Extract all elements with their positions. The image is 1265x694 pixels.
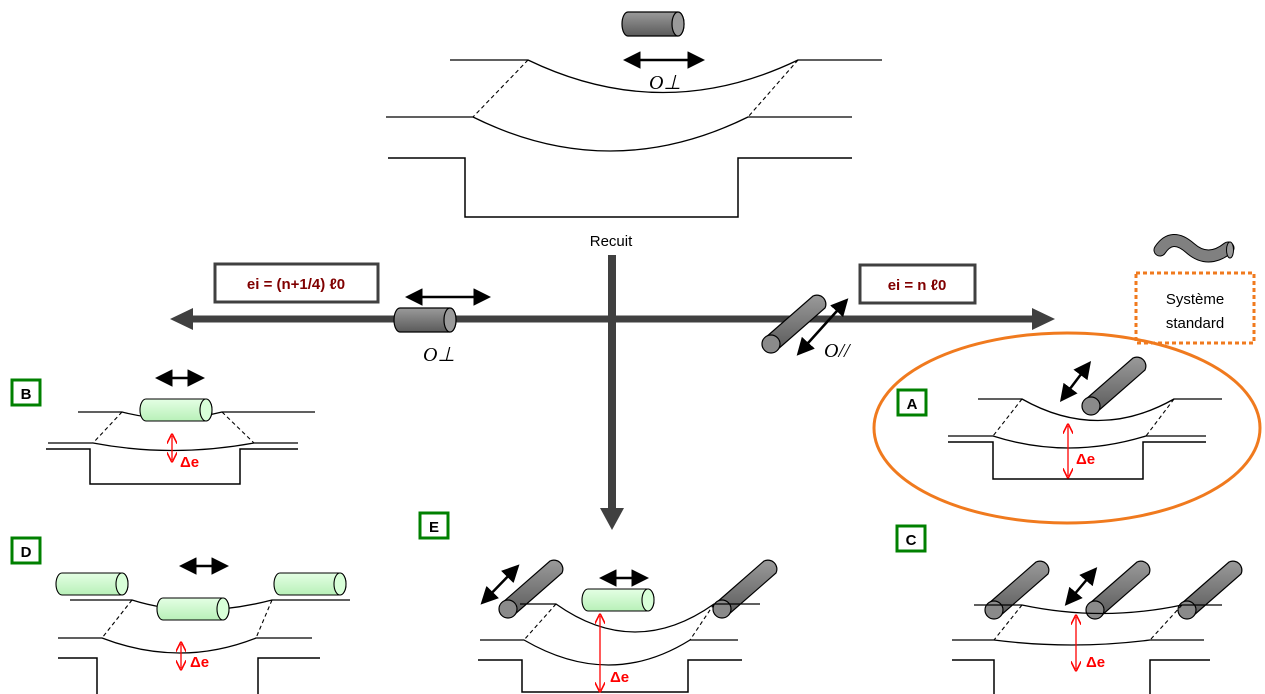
orientation-par-label: O// <box>824 340 852 362</box>
panel-d: D Δe <box>10 536 350 694</box>
delta-e-d: Δe <box>190 654 209 671</box>
initial-structure: O⊥ <box>386 11 882 218</box>
panel-a: A Δe <box>872 331 1262 525</box>
rod-parallel-a <box>1081 356 1147 416</box>
panel-e: E Δe <box>418 511 778 693</box>
axes: Recuit ei = (n+1/4) ℓ0 ei = n ℓ0 O⊥ O// <box>170 233 1055 530</box>
standard-system: Système standard <box>1134 234 1256 345</box>
panel-c: C Δe <box>895 524 1243 694</box>
rod-green-e <box>581 588 655 612</box>
double-arrow-icon <box>1064 567 1098 606</box>
rod-parallel-c-center <box>1085 560 1151 620</box>
double-arrow-icon <box>1059 361 1092 402</box>
rod-green-d-left <box>55 572 129 596</box>
rod-green-d-right <box>273 572 347 596</box>
orientation-perp-axis-label: O⊥ <box>423 344 455 366</box>
rod-parallel-e-left <box>498 559 564 619</box>
rod-parallel-axis <box>761 294 827 354</box>
rod-parallel-c-right <box>1177 560 1243 620</box>
left-condition-text: ei = (n+1/4) ℓ0 <box>247 276 345 293</box>
rod-green-b <box>139 398 213 422</box>
panel-label-d: D <box>21 544 32 561</box>
standard-system-line1: Système <box>1166 291 1224 308</box>
double-arrow-icon <box>480 564 520 605</box>
orientation-perp-label: O⊥ <box>649 72 681 94</box>
double-arrow-icon <box>796 298 849 356</box>
annealing-label: Recuit <box>590 233 633 250</box>
rod-green-d-center <box>156 597 230 621</box>
rod-perpendicular-top <box>621 11 685 37</box>
rod-perpendicular-left <box>393 307 457 333</box>
panel-label-a: A <box>907 396 918 413</box>
arrow-right-icon <box>1032 308 1055 330</box>
rod-parallel-c-left <box>984 560 1050 620</box>
delta-e-b: Δe <box>180 454 199 471</box>
delta-e-c: Δe <box>1086 654 1105 671</box>
highlight-ellipse <box>872 331 1262 525</box>
panel-label-c: C <box>906 532 917 549</box>
rod-parallel-e-right <box>712 559 778 619</box>
left-condition-box <box>213 262 380 304</box>
right-condition-text: ei = n ℓ0 <box>888 277 947 294</box>
standard-system-box <box>1134 271 1256 345</box>
panel-b: B Δe <box>10 369 315 485</box>
panel-label-e: E <box>429 519 439 536</box>
arrow-left-icon <box>170 308 193 330</box>
arrow-down-icon <box>600 508 624 530</box>
delta-e-a: Δe <box>1076 451 1095 468</box>
right-condition-box <box>858 263 977 305</box>
panel-label-b: B <box>21 386 32 403</box>
standard-system-line2: standard <box>1166 315 1224 332</box>
delta-e-e: Δe <box>610 669 629 686</box>
